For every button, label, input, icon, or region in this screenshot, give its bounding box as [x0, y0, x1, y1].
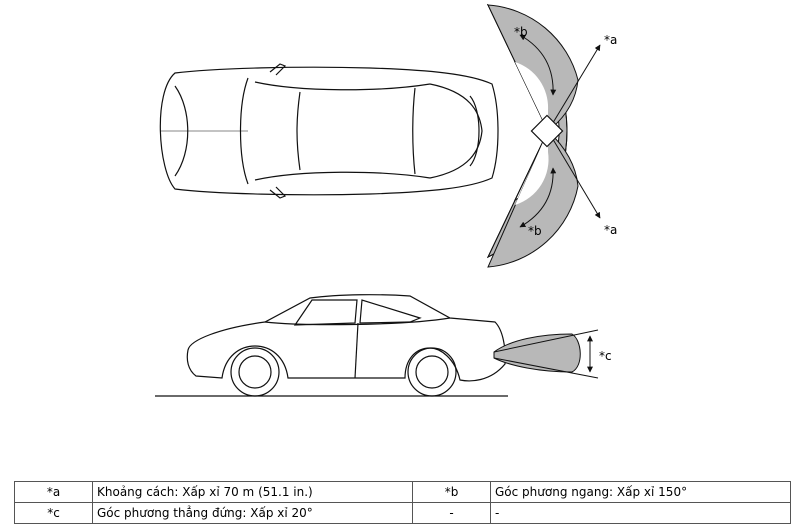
legend-code-b: *b — [412, 481, 491, 503]
coverage-area-top-view — [487, 4, 601, 268]
callout-a-bottom: *a — [604, 223, 617, 237]
radar-coverage-diagram: *a *b *a *b *c — [155, 3, 617, 397]
legend-code-a: *a — [14, 481, 93, 503]
legend-desc-distance: Khoảng cách: Xấp xỉ 70 m (51.1 in.) — [92, 481, 413, 503]
legend-desc-empty: - — [490, 502, 791, 524]
legend-code-c: *c — [14, 502, 93, 524]
legend-desc-vertical-angle: Góc phương thẳng đứng: Xấp xỉ 20° — [92, 502, 413, 524]
callout-c-side: *c — [599, 349, 612, 363]
callout-b-bottom: *b — [528, 224, 542, 238]
callout-b-top: *b — [514, 25, 528, 39]
legend-desc-horizontal-angle: Góc phương ngang: Xấp xỉ 150° — [490, 481, 791, 503]
legend-code-empty: - — [412, 502, 491, 524]
callout-a-top: *a — [604, 33, 617, 47]
coverage-area-side-view — [493, 329, 599, 379]
legend-row: *a Khoảng cách: Xấp xỉ 70 m (51.1 in.) *… — [14, 481, 791, 503]
car-side-view — [155, 294, 508, 397]
legend-table: *a Khoảng cách: Xấp xỉ 70 m (51.1 in.) *… — [14, 481, 791, 524]
car-top-view — [159, 63, 499, 199]
legend-row: *c Góc phương thẳng đứng: Xấp xỉ 20° - - — [14, 502, 791, 524]
